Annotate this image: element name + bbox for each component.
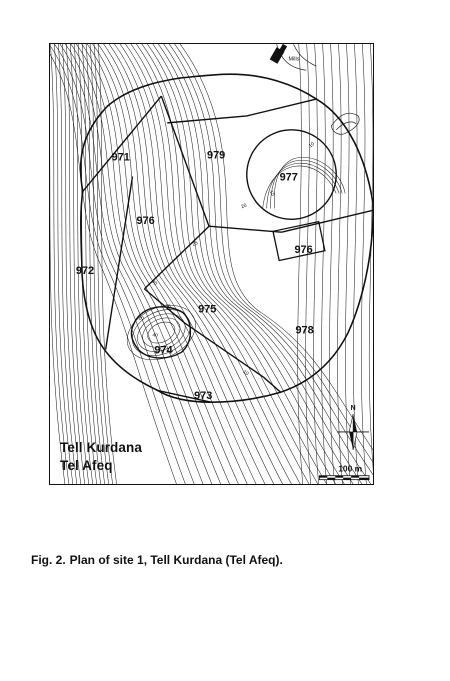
contour-lines xyxy=(50,44,373,484)
contour-line xyxy=(54,44,74,484)
area-label-976-west: 976 xyxy=(136,215,154,227)
contour-line xyxy=(345,44,351,484)
contour-line xyxy=(305,44,312,484)
area-976-enclosure xyxy=(272,220,326,262)
contour-label-10-south: 10 xyxy=(242,369,250,377)
contour-line xyxy=(329,44,335,484)
caption-prefix: Fig. 2. xyxy=(31,553,66,567)
contour-line xyxy=(297,44,304,484)
contour-line xyxy=(130,44,319,484)
contour-line xyxy=(119,44,301,484)
contour-line xyxy=(174,44,373,463)
contour-line xyxy=(353,44,359,484)
contour-line xyxy=(262,165,337,209)
contour-line xyxy=(81,44,239,484)
north-label: N xyxy=(351,405,356,412)
contour-line xyxy=(124,44,310,484)
area-label-973: 973 xyxy=(194,390,212,402)
area-label-974: 974 xyxy=(154,344,173,356)
tell-mound-974 xyxy=(130,306,192,359)
area-label-971: 971 xyxy=(112,152,130,164)
contour-label-10: 10 xyxy=(308,141,316,149)
figure-caption: Fig. 2.Plan of site 1, Tell Kurdana (Tel… xyxy=(31,553,283,567)
contour-line xyxy=(70,44,222,484)
mills-label: Mills xyxy=(289,56,300,62)
contour-line xyxy=(368,44,373,472)
contour-line xyxy=(361,44,367,484)
contour-line xyxy=(50,141,66,484)
contour-label-20-tell: 20 xyxy=(138,316,144,322)
contour-line xyxy=(86,44,248,484)
contour-line xyxy=(75,44,230,484)
scale-label: 100 m xyxy=(338,464,362,474)
contour-line xyxy=(141,44,336,484)
contour-line xyxy=(89,44,109,484)
contour-line xyxy=(97,44,266,484)
contour-line xyxy=(85,44,105,484)
area-977-circle xyxy=(246,129,337,220)
contour-line xyxy=(59,44,204,484)
contour-line xyxy=(157,44,363,484)
contour-line xyxy=(92,44,257,484)
site-plan-map: Mills 971 979 977 976 976 97 xyxy=(49,43,374,485)
site-title-primary: Tell Kurdana xyxy=(60,440,142,455)
mills-marker: Mills xyxy=(269,44,300,64)
contour-label-25: 25 xyxy=(191,240,199,248)
area-label-975: 975 xyxy=(198,304,216,316)
contour-label-35: 35 xyxy=(165,304,171,310)
area-label-977: 977 xyxy=(280,172,298,184)
contour-line xyxy=(93,44,113,484)
contour-line xyxy=(64,44,213,484)
site-title-secondary: Tel Afeq xyxy=(60,458,113,473)
area-label-978: 978 xyxy=(295,325,313,337)
terrain-features xyxy=(276,44,360,135)
contour-line xyxy=(135,44,328,484)
contour-label-20: 20 xyxy=(240,203,247,211)
contour-line xyxy=(50,45,186,484)
contour-line xyxy=(50,53,177,484)
contour-line xyxy=(61,44,82,484)
area-label-979: 979 xyxy=(207,150,225,162)
contour-line xyxy=(152,44,354,484)
north-arrow: N xyxy=(337,405,370,450)
contour-line xyxy=(50,44,70,484)
contour-line xyxy=(53,44,195,484)
contour-line xyxy=(97,44,117,484)
area-label-972: 972 xyxy=(76,265,94,277)
contour-line xyxy=(321,44,327,484)
scale-bar: 100 m xyxy=(318,464,370,481)
contour-line xyxy=(65,44,86,484)
contour-line xyxy=(179,44,373,451)
contour-line xyxy=(81,44,101,484)
contour-line xyxy=(168,44,373,476)
area-label-976-east: 976 xyxy=(294,244,312,256)
contour-label-40: 40 xyxy=(152,333,158,339)
contour-label-30: 30 xyxy=(150,279,158,287)
contour-line xyxy=(113,44,292,484)
contour-line xyxy=(103,44,275,484)
contour-line xyxy=(266,162,340,209)
site-boundary xyxy=(79,73,373,403)
contour-line xyxy=(337,44,343,484)
map-drawing: Mills 971 979 977 976 976 97 xyxy=(50,44,373,484)
contour-line xyxy=(69,44,90,484)
caption-text: Plan of site 1, Tell Kurdana (Tel Afeq). xyxy=(69,553,283,567)
contour-line xyxy=(73,44,94,484)
contour-line xyxy=(58,44,78,484)
contour-line xyxy=(163,44,372,484)
contour-line xyxy=(146,44,345,484)
contour-label-15: 15 xyxy=(268,189,276,197)
area-boundaries xyxy=(82,95,373,403)
contour-line xyxy=(313,44,319,484)
